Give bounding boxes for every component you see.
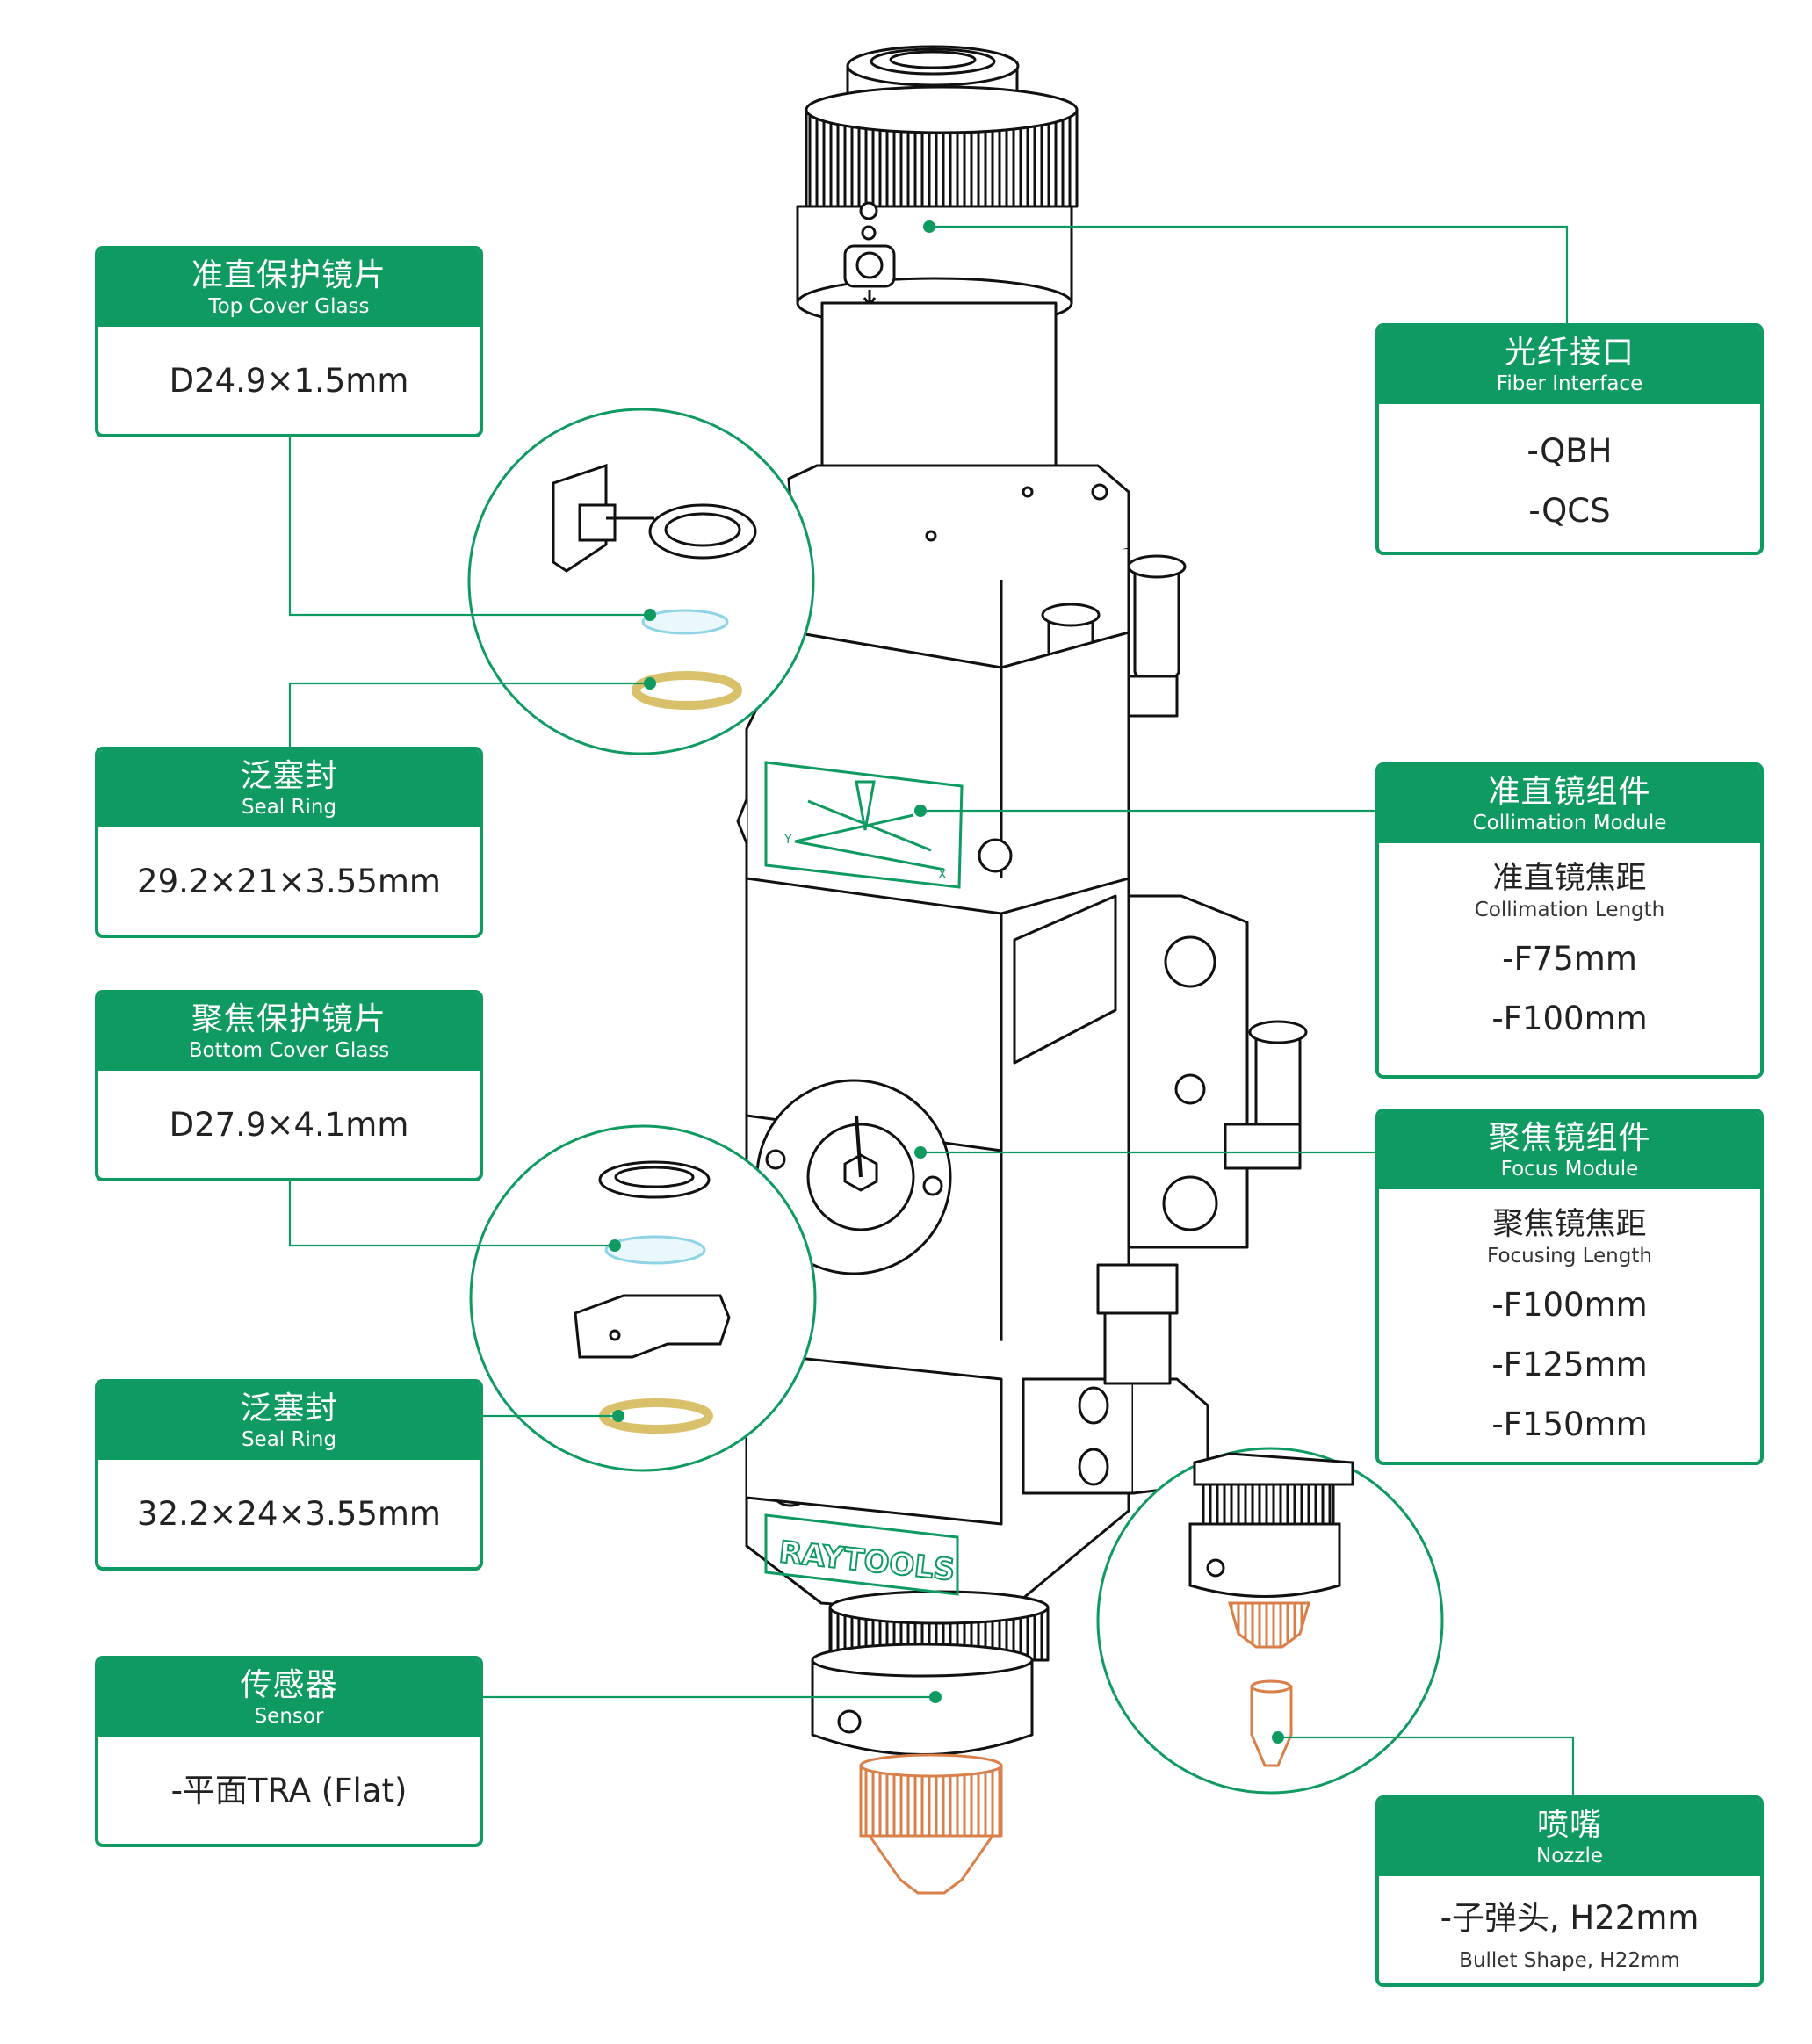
spec-value: D24.9×1.5mm [169,362,409,400]
callout-top-cover-glass: 准直保护镜片 Top Cover Glass D24.9×1.5mm [95,246,483,437]
callout-title-zh: 喷嘴 [1536,1807,1602,1843]
spec-value: -F75mm [1502,940,1637,978]
spec-note: Bullet Shape, H22mm [1459,1949,1680,1972]
callout-title-zh: 光纤接口 [1504,335,1635,371]
spec-value: D27.9×4.1mm [169,1106,409,1144]
leader-lines [288,225,1575,1799]
bottom-cover-glass-exploded [574,1160,731,1434]
callout-title-zh: 准直镜组件 [1488,774,1651,810]
sub-title-zh: 聚焦镜焦距 [1492,1207,1647,1242]
sub-title-zh: 准直镜焦距 [1492,861,1647,896]
callout-nozzle: 喷嘴 Nozzle -子弹头, H22mm Bullet Shape, H22m… [1375,1795,1764,1987]
xy-axis-arrows [794,799,945,871]
callout-title-en: Bottom Cover Glass [188,1039,390,1062]
fiber-connector [796,45,1079,524]
callout-bottom-cover-glass: 聚焦保护镜片 Bottom Cover Glass D27.9×4.1mm [95,990,483,1181]
callout-focus-module: 聚焦镜组件 Focus Module 聚焦镜焦距 Focusing Length… [1375,1109,1764,1465]
callout-title-zh: 泛塞封 [240,758,338,794]
callout-header: 准直镜组件 Collimation Module [1379,766,1760,843]
bottom-cover-glass-lens [604,1235,706,1265]
axis-x-label: X [938,868,947,882]
callout-fiber-interface: 光纤接口 Fiber Interface -QBH -QCS [1375,323,1764,555]
spec-value: -F100mm [1491,1286,1648,1324]
callout-header: 传感器 Sensor [98,1659,480,1737]
top-cover-glass-exploded [552,463,757,710]
nozzle-detail [1188,1452,1354,1767]
callout-title-zh: 准直保护镜片 [191,257,386,293]
callout-title-zh: 传感器 [240,1667,338,1703]
callout-title-en: Collimation Module [1472,812,1667,834]
sensor-nozzle-assembly [811,1590,1050,1895]
spec-value: -QCS [1528,492,1611,530]
callout-title-en: Focus Module [1500,1158,1639,1181]
callout-header: 泛塞封 Seal Ring [98,750,480,827]
callout-seal-ring-bottom: 泛塞封 Seal Ring 32.2×24×3.55mm [95,1379,483,1571]
spec-value: -F150mm [1491,1405,1648,1443]
spec-value: -F125mm [1491,1346,1648,1383]
callout-title-en: Sensor [254,1705,324,1728]
callout-title-en: Nozzle [1536,1845,1603,1867]
callout-title-en: Seal Ring [241,1428,337,1451]
callout-title-en: Seal Ring [241,796,337,819]
spec-value: 32.2×24×3.55mm [137,1495,441,1533]
callout-title-zh: 泛塞封 [240,1390,338,1426]
sub-title-en: Collimation Length [1474,899,1665,921]
callout-header: 泛塞封 Seal Ring [98,1383,480,1460]
spec-value: -F100mm [1491,1000,1648,1037]
callout-title-en: Fiber Interface [1496,372,1643,395]
axis-y-label: Y [783,833,792,847]
callout-title-zh: 聚焦保护镜片 [191,1001,386,1037]
leader-dots [609,220,1284,1744]
callout-collimation-module: 准直镜组件 Collimation Module 准直镜焦距 Collimati… [1375,762,1764,1079]
brand-emblem-panel [764,1513,959,1596]
callout-title-en: Top Cover Glass [208,295,370,318]
spec-value: -平面TRA (Flat) [170,1772,408,1809]
xy-emblem-panel [764,761,964,889]
callout-header: 聚焦保护镜片 Bottom Cover Glass [98,993,480,1071]
top-seal-ring [632,671,742,710]
callout-header: 聚焦镜组件 Focus Module [1379,1112,1760,1189]
callout-seal-ring-top: 泛塞封 Seal Ring 29.2×21×3.55mm [95,747,483,938]
callout-title-zh: 聚焦镜组件 [1488,1120,1651,1156]
callout-sensor: 传感器 Sensor -平面TRA (Flat) [95,1656,483,1847]
spec-value: -子弹头, H22mm [1440,1899,1700,1937]
callout-header: 准直保护镜片 Top Cover Glass [98,249,480,327]
top-cover-glass-lens [641,609,729,635]
spec-value: 29.2×21×3.55mm [137,863,441,900]
sub-title-en: Focusing Length [1487,1245,1652,1268]
spec-value: -QBH [1527,432,1613,470]
callout-header: 喷嘴 Nozzle [1379,1799,1760,1876]
focus-housing [745,1263,1209,1618]
main-body [736,631,1308,1372]
callout-header: 光纤接口 Fiber Interface [1379,327,1760,404]
